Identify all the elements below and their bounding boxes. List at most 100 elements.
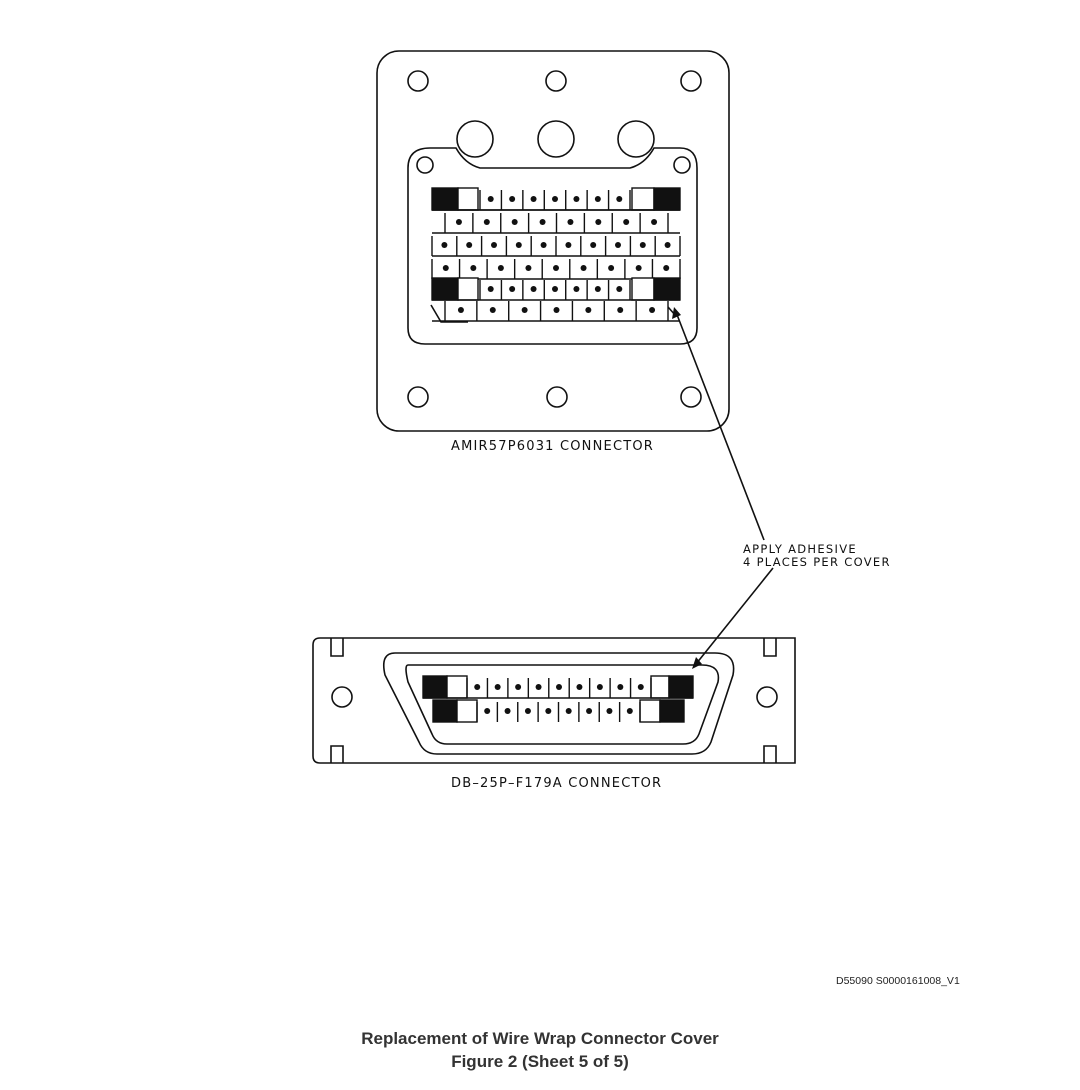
db25-contact-grid bbox=[422, 675, 694, 723]
contact-pin bbox=[606, 708, 613, 714]
amir-contact-grid bbox=[431, 187, 681, 322]
key-block bbox=[659, 699, 685, 723]
contact-pin bbox=[515, 242, 522, 248]
contact-pin bbox=[594, 196, 601, 202]
contact-pin bbox=[553, 307, 560, 313]
callout-leaders bbox=[675, 311, 774, 665]
db25-shell-inner bbox=[405, 664, 720, 745]
contact-pin bbox=[515, 684, 522, 690]
db25-flange bbox=[312, 637, 796, 764]
contact-pin bbox=[553, 265, 559, 271]
end-cell bbox=[631, 277, 655, 301]
contact-pin bbox=[487, 196, 494, 202]
contact-pin bbox=[617, 307, 624, 313]
leader-line bbox=[695, 567, 774, 665]
contact-pin bbox=[535, 684, 542, 690]
contact-pin bbox=[466, 242, 473, 248]
contact-pin bbox=[616, 196, 623, 202]
contact-pin bbox=[626, 708, 633, 714]
mounting-holes bbox=[407, 70, 702, 408]
contact-pin bbox=[540, 242, 547, 248]
key-block bbox=[431, 187, 459, 211]
contact-pin bbox=[556, 684, 562, 690]
contact-pin bbox=[484, 708, 491, 714]
contact-pin bbox=[442, 265, 449, 271]
key-block bbox=[653, 187, 681, 211]
db25-connector-label: DB–25P–F179A CONNECTOR bbox=[451, 776, 663, 791]
contact-pin bbox=[580, 265, 587, 271]
contact-pin bbox=[585, 307, 592, 313]
contact-pin bbox=[511, 219, 518, 225]
large-holes bbox=[456, 120, 655, 158]
contact-pin bbox=[470, 265, 477, 271]
db25-connector bbox=[312, 637, 796, 764]
contact-pin bbox=[497, 265, 504, 271]
contact-pin bbox=[441, 242, 448, 248]
contact-pin bbox=[509, 196, 516, 202]
callout-line-2: 4 PLACES PER COVER bbox=[743, 555, 891, 569]
contact-pin bbox=[595, 219, 602, 225]
end-cell bbox=[639, 699, 661, 723]
flange-notch bbox=[763, 638, 777, 657]
contact-pin bbox=[487, 286, 494, 292]
amir-cavity-outline bbox=[407, 147, 698, 345]
caption-subtitle: Figure 2 (Sheet 5 of 5) bbox=[451, 1052, 629, 1071]
contact-pin bbox=[567, 219, 574, 225]
flange-notch bbox=[763, 745, 777, 763]
contact-pin bbox=[590, 242, 597, 248]
contact-pin bbox=[539, 219, 546, 225]
contact-pin bbox=[474, 684, 481, 690]
contact-pin bbox=[457, 307, 464, 313]
contact-pin bbox=[649, 307, 656, 313]
contact-pin bbox=[455, 219, 462, 225]
figure-caption: Replacement of Wire Wrap Connector Cover… bbox=[0, 1027, 1080, 1073]
end-cell bbox=[457, 187, 479, 211]
key-block bbox=[422, 675, 448, 699]
end-cell bbox=[446, 675, 468, 699]
adhesive-callout: APPLY ADHESIVE 4 PLACES PER COVER bbox=[743, 543, 891, 569]
mounting-hole bbox=[756, 686, 778, 708]
contact-pin bbox=[615, 242, 621, 248]
contact-pin bbox=[651, 219, 658, 225]
contact-pin bbox=[663, 265, 670, 271]
key-block bbox=[653, 277, 681, 301]
arrowhead bbox=[692, 657, 702, 669]
contact-pin bbox=[573, 196, 580, 202]
contact-pin bbox=[552, 286, 558, 292]
contact-pin bbox=[664, 242, 671, 248]
arrowheads bbox=[672, 307, 702, 669]
key-block bbox=[668, 675, 694, 699]
leader-line bbox=[675, 311, 765, 541]
key-block bbox=[431, 277, 459, 301]
contact-pin bbox=[521, 307, 528, 313]
mounting-hole bbox=[331, 686, 353, 708]
contact-pin bbox=[494, 684, 501, 690]
flange-notch bbox=[330, 638, 344, 657]
contact-pin bbox=[545, 708, 552, 714]
contact-pin bbox=[524, 708, 531, 714]
end-cell bbox=[456, 699, 478, 723]
document-id: D55090 S0000161008_V1 bbox=[836, 975, 960, 987]
db25-shell-outer bbox=[382, 652, 735, 755]
contact-pin bbox=[552, 196, 558, 202]
end-cell bbox=[650, 675, 670, 699]
caption-title: Replacement of Wire Wrap Connector Cover bbox=[361, 1029, 719, 1048]
contact-pin bbox=[525, 265, 532, 271]
callout-line-1: APPLY ADHESIVE bbox=[743, 542, 857, 556]
amir-connector bbox=[376, 50, 730, 432]
key-block bbox=[432, 699, 458, 723]
contact-pin bbox=[608, 265, 615, 271]
contact-pin bbox=[594, 286, 601, 292]
end-cell bbox=[457, 277, 479, 301]
contact-pin bbox=[504, 708, 511, 714]
flange-notch bbox=[330, 745, 344, 763]
contact-pin bbox=[623, 219, 630, 225]
contact-pin bbox=[573, 286, 580, 292]
contact-pin bbox=[530, 196, 537, 202]
contact-pin bbox=[489, 307, 496, 313]
contact-pin bbox=[509, 286, 516, 292]
contact-pin bbox=[639, 242, 646, 248]
contact-pin bbox=[637, 684, 644, 690]
contact-pin bbox=[491, 242, 497, 248]
